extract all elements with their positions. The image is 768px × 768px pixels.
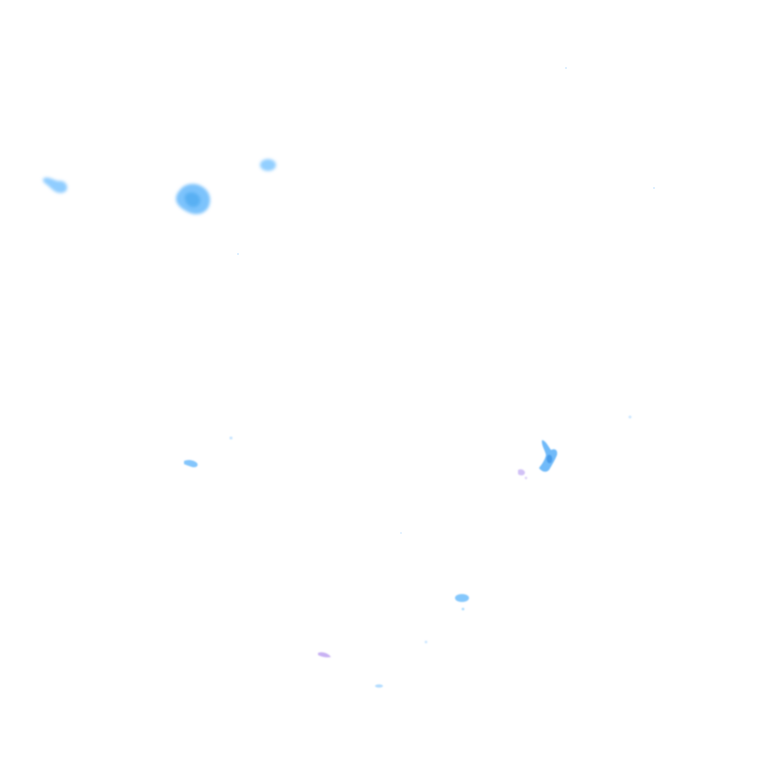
mixed-precip-fleck bbox=[518, 469, 525, 476]
echo-speck bbox=[461, 607, 465, 611]
echo-speck bbox=[229, 436, 233, 440]
echo-speck bbox=[375, 684, 383, 688]
echo-blob bbox=[42, 177, 68, 193]
echo-cluster-northwest bbox=[176, 183, 211, 215]
echo-cluster-central-west bbox=[184, 436, 233, 468]
echo-cluster-east bbox=[518, 415, 632, 480]
echo-speck bbox=[628, 415, 632, 419]
echo-speck bbox=[653, 187, 655, 189]
echo-blob bbox=[184, 459, 198, 468]
echo-blob bbox=[455, 594, 469, 602]
echo-core bbox=[546, 454, 553, 464]
mixed-precip-fleck bbox=[318, 652, 331, 658]
echo-core bbox=[184, 192, 201, 208]
echo-cluster-south bbox=[318, 594, 469, 688]
faint-specks bbox=[237, 67, 655, 534]
echo-speck bbox=[565, 67, 567, 69]
echo-blob bbox=[260, 159, 276, 171]
echo-cluster-north bbox=[260, 159, 276, 171]
echo-speck bbox=[524, 476, 528, 480]
echo-speck bbox=[400, 532, 402, 534]
echo-cluster-west bbox=[42, 177, 68, 193]
echo-speck bbox=[424, 640, 428, 644]
echo-speck bbox=[237, 253, 239, 255]
